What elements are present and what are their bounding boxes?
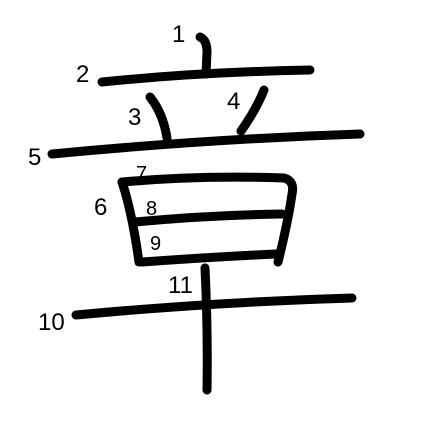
stroke-3 [145, 92, 172, 143]
stroke-number-2: 2 [76, 61, 89, 88]
stroke-1 [195, 32, 212, 79]
stroke-8 [130, 209, 287, 227]
stroke-number-3: 3 [128, 104, 141, 131]
stroke-number-8: 8 [146, 198, 157, 220]
stroke-number-5: 5 [28, 144, 41, 171]
stroke-9 [137, 249, 281, 267]
stroke-number-1: 1 [172, 21, 185, 48]
stroke-10 [71, 293, 357, 320]
stroke-5 [47, 129, 365, 159]
stroke-number-7: 7 [136, 163, 147, 185]
stroke-number-6: 6 [94, 194, 107, 221]
stroke-6 [117, 177, 144, 267]
stroke-number-9: 9 [150, 233, 161, 255]
stroke-7 [117, 172, 298, 267]
stroke-number-4: 4 [227, 88, 240, 115]
stroke-2 [97, 65, 315, 87]
stroke-number-11: 11 [168, 272, 193, 299]
stroke-4 [236, 85, 269, 136]
stroke-number-10: 10 [38, 309, 65, 336]
stroke-11 [200, 263, 212, 395]
